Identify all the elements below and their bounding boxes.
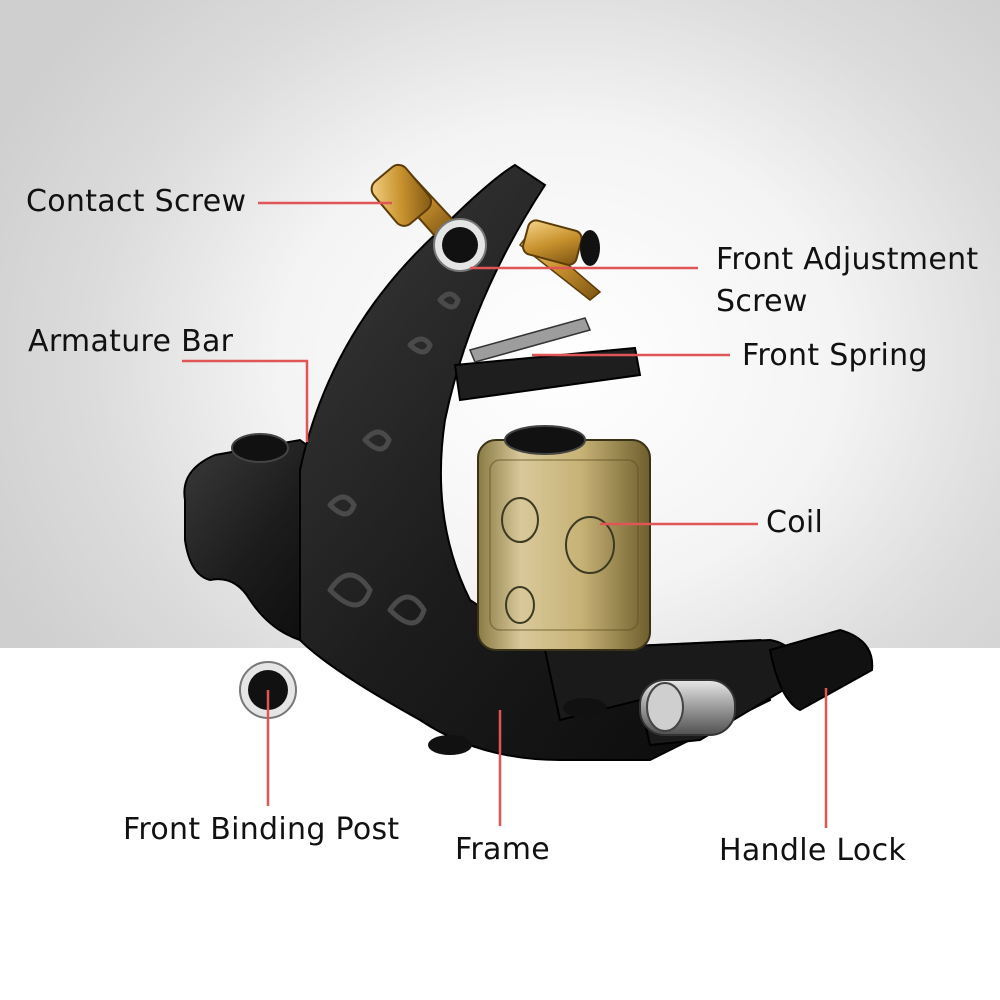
front-adjustment-screw (518, 219, 602, 301)
label-frame: Frame (455, 832, 550, 867)
label-front-spring: Front Spring (742, 338, 928, 373)
label-handle-lock: Handle Lock (719, 833, 907, 868)
front-spring (468, 317, 592, 363)
coil-cap (504, 425, 586, 455)
label-contact-screw: Contact Screw (26, 184, 247, 219)
armature-bar (453, 346, 642, 402)
label-coil: Coil (766, 505, 824, 540)
label-front-adjustment-screw-line1: Front Adjustment (716, 242, 979, 277)
frame-main (299, 163, 772, 761)
frame-engraving (327, 291, 461, 626)
label-armature-bar: Armature Bar (28, 324, 234, 359)
label-front-binding-post: Front Binding Post (123, 812, 400, 847)
leader-armature-bar (182, 359, 309, 442)
handle-lock-knob (768, 628, 874, 712)
label-front-adjustment-screw-line2: Screw (716, 284, 808, 319)
contact-screw (370, 163, 457, 238)
top-binding-post (231, 433, 289, 463)
